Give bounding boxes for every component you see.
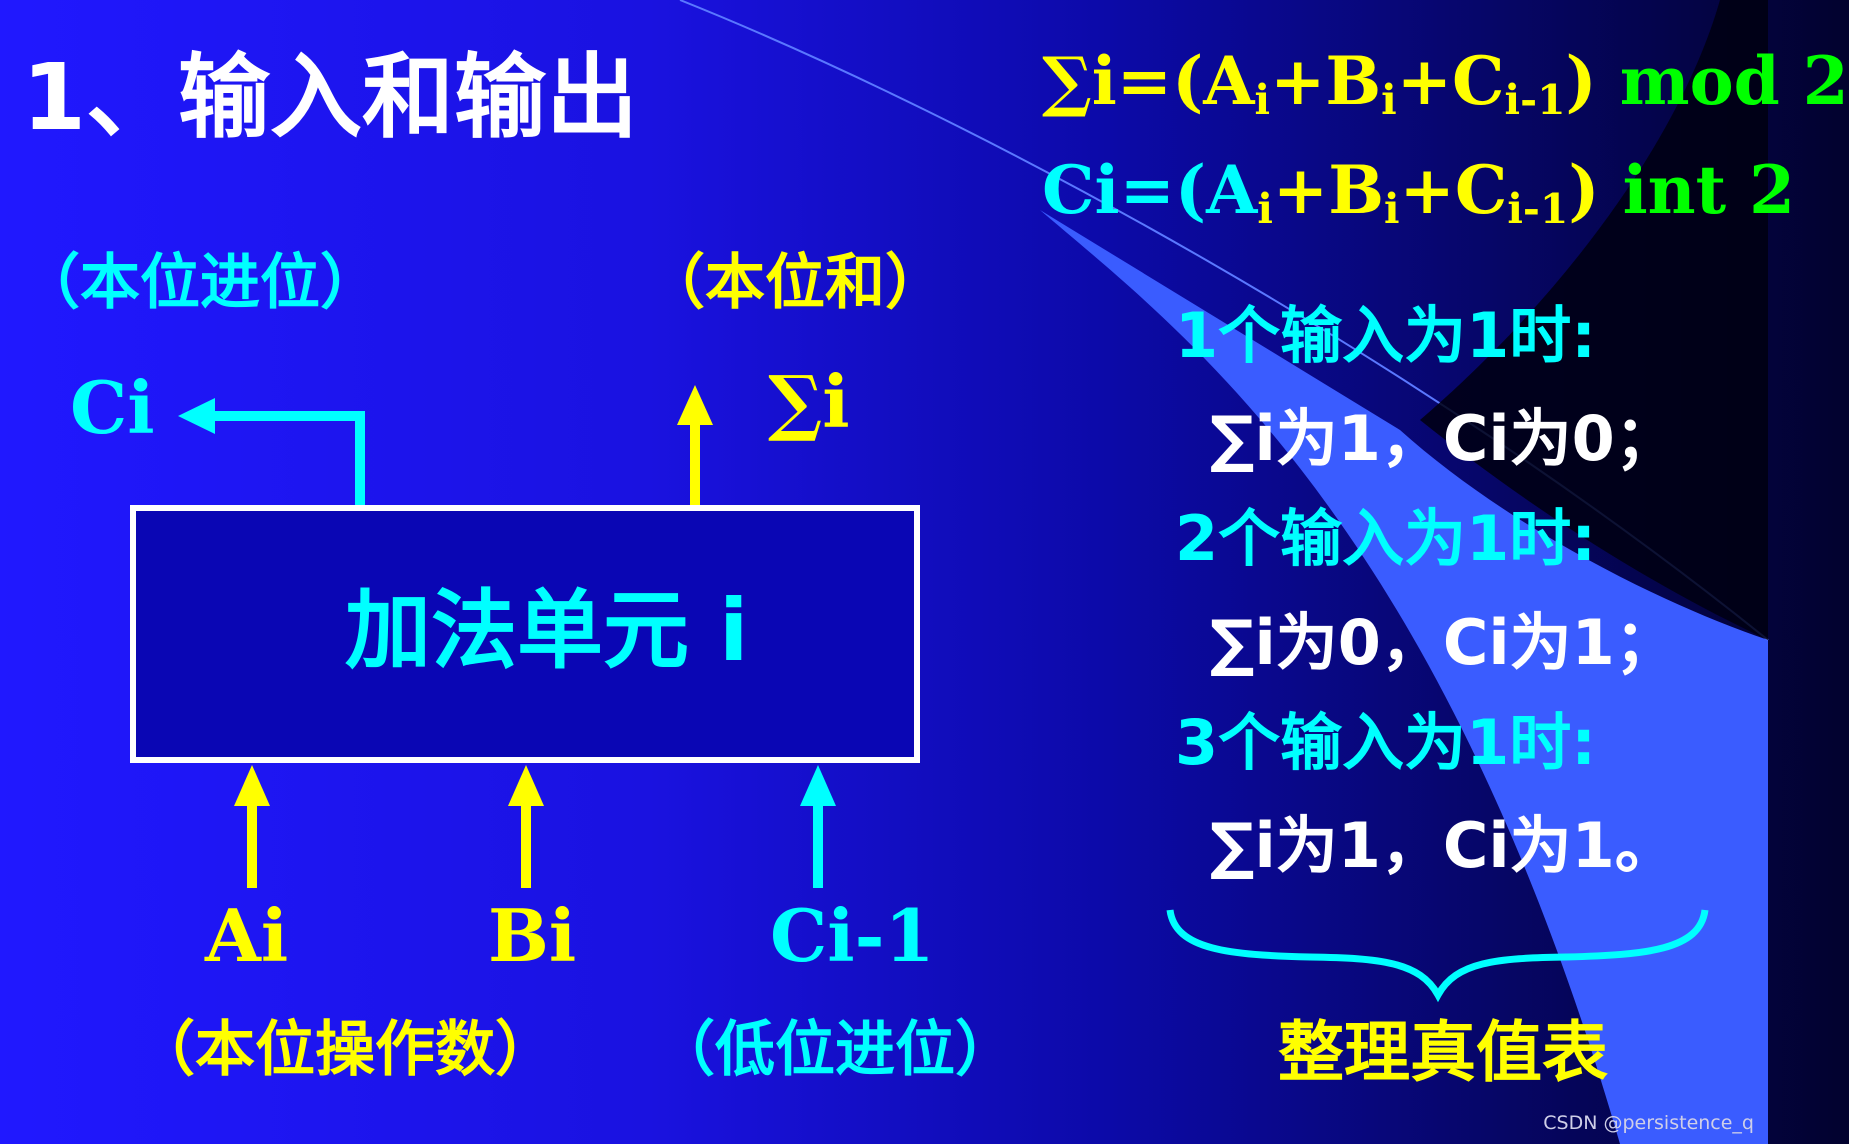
carry-formula-plus-b: +B <box>1272 151 1384 229</box>
case-3-result: ∑i为1，Ci为1。 <box>1210 809 1677 882</box>
adder-unit-box <box>130 505 920 763</box>
carry-formula-lead: Ci=(A <box>1042 151 1258 229</box>
carry-formula-plus-c: +C <box>1399 151 1508 229</box>
page-title: 1、输入和输出 <box>22 44 639 151</box>
case-2-result: ∑i为0，Ci为1； <box>1210 606 1677 679</box>
sum-formula-lead: ∑i=(A <box>1042 42 1255 120</box>
sum-out-description: （本位和） <box>645 248 945 318</box>
carry-out-arrowhead <box>178 398 215 434</box>
operand-description: （本位操作数） <box>135 1015 555 1085</box>
sum-formula-plus-c: +C <box>1396 42 1505 120</box>
background-wedge <box>1040 210 1768 1144</box>
carry-formula-sub-c: i-1 <box>1507 185 1569 234</box>
sum-formula-sub-c: i-1 <box>1504 76 1566 125</box>
sum-formula-plus-b: +B <box>1270 42 1382 120</box>
watermark: CSDN @persistence_q <box>1543 1112 1754 1134</box>
carry-formula-op: int 2 <box>1622 151 1796 229</box>
sum-formula-op: mod 2 <box>1619 42 1849 120</box>
input-a-label: Ai <box>205 893 289 978</box>
carry-formula-close: ) <box>1568 151 1623 229</box>
sum-out-arrowhead <box>677 385 713 425</box>
input-b-arrowhead <box>508 765 544 806</box>
low-carry-description: （低位进位） <box>655 1015 1015 1085</box>
sum-formula-sub-b: i <box>1381 76 1397 125</box>
sum-formula-sub-a: i <box>1254 76 1271 125</box>
carry-formula: Ci=(Ai+Bi+Ci-1) int 2 <box>1042 157 1795 230</box>
diagram-canvas <box>178 0 1769 1144</box>
input-b-label: Bi <box>488 893 577 978</box>
carry-formula-sub-b: i <box>1383 185 1400 234</box>
dark-corner <box>1420 0 1768 640</box>
carry-out-description: （本位进位） <box>20 248 380 318</box>
curly-brace <box>1166 909 1709 1003</box>
carry-out-label: Ci <box>70 365 155 450</box>
adder-unit-label: 加法单元 i <box>345 581 749 681</box>
carry-out-wire <box>205 411 365 505</box>
sum-out-label: ∑i <box>768 359 850 444</box>
case-2-head: 2个输入为1时: <box>1175 502 1597 575</box>
conclusion-label: 整理真值表 <box>1278 1014 1608 1091</box>
sum-formula: ∑i=(Ai+Bi+Ci-1) mod 2 <box>1042 48 1849 121</box>
carry-formula-sub-a: i <box>1257 185 1273 234</box>
sum-formula-close: ) <box>1565 42 1620 120</box>
case-1-result: ∑i为1，Ci为0； <box>1210 402 1677 475</box>
case-1-head: 1个输入为1时: <box>1175 299 1597 372</box>
input-c-label: Ci-1 <box>770 893 935 978</box>
case-3-head: 3个输入为1时: <box>1175 706 1597 779</box>
input-a-arrowhead <box>234 765 270 806</box>
input-c-arrowhead <box>800 765 836 806</box>
